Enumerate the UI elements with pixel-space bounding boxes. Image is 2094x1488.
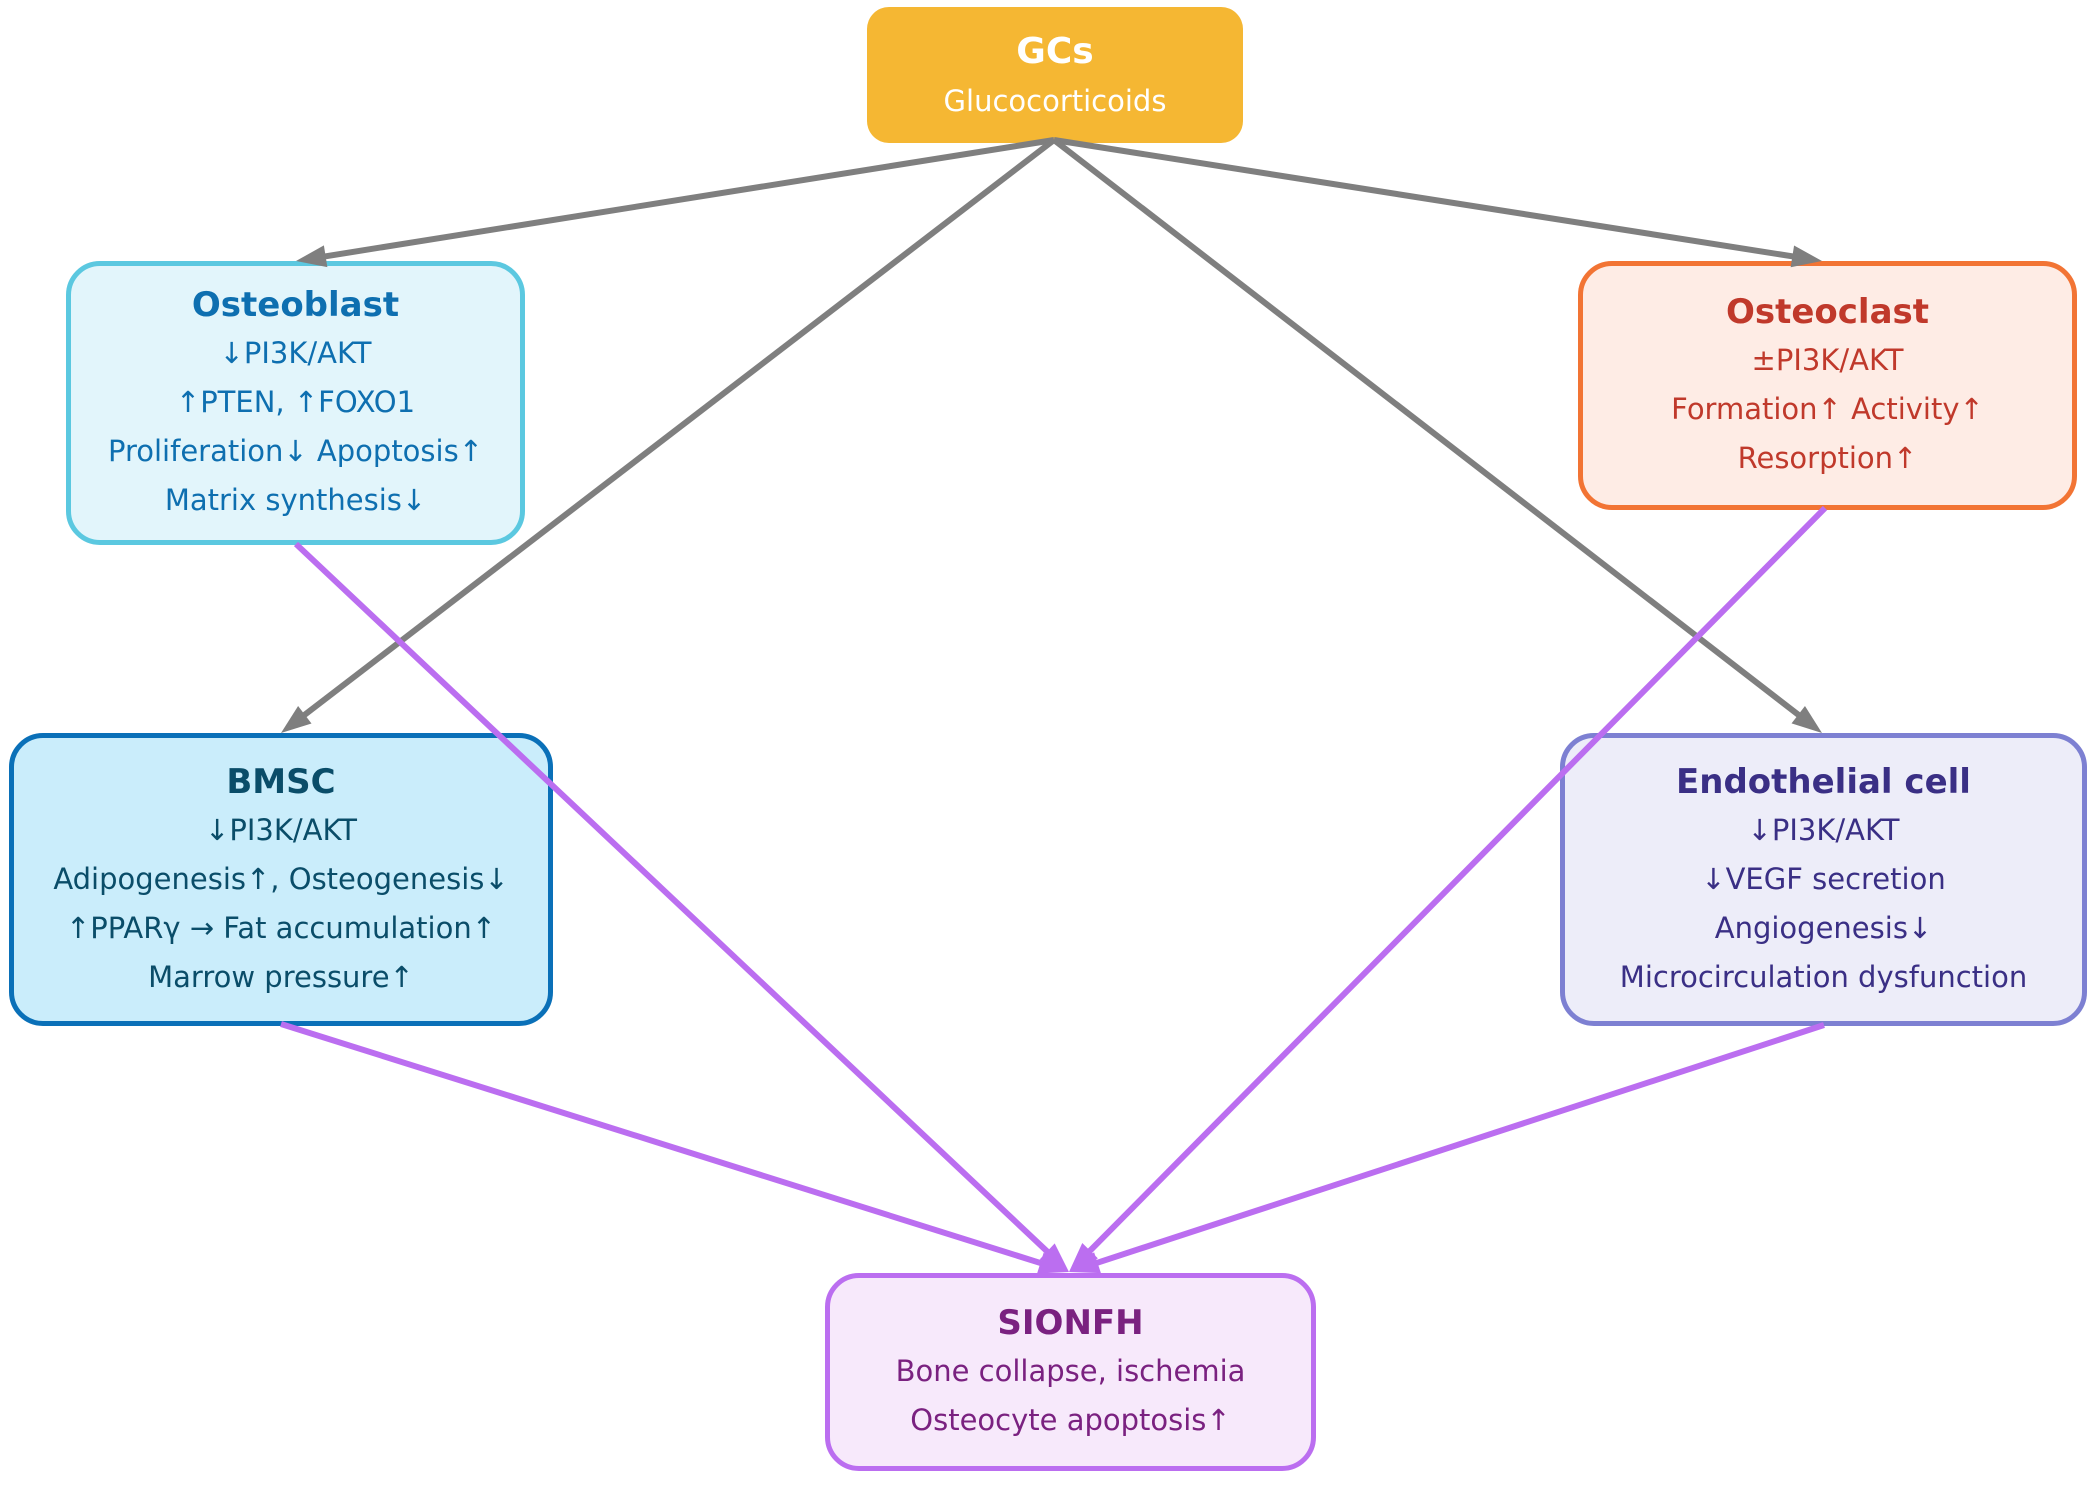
node-bmsc: BMSC ↓PI3K/AKT Adipogenesis↑, Osteogenes…	[9, 733, 553, 1026]
node-title: Osteoblast	[191, 285, 400, 325]
node-title: BMSC	[226, 761, 336, 802]
node-endothelial-cell: Endothelial cell ↓PI3K/AKT ↓VEGF secreti…	[1560, 733, 2087, 1026]
node-line: Proliferation↓ Apoptosis↑	[107, 434, 484, 468]
arrowhead-icon	[281, 706, 312, 733]
node-title: GCs	[1016, 31, 1094, 72]
edge-line	[1092, 1022, 1825, 1267]
node-line: Matrix synthesis↓	[164, 483, 427, 517]
node-title: Osteoclast	[1725, 292, 1930, 332]
node-title: Endothelial cell	[1676, 761, 1971, 802]
edge-line	[280, 1021, 1046, 1268]
edge-line	[321, 137, 1055, 260]
node-line: Adipogenesis↑, Osteogenesis↓	[53, 861, 509, 896]
edge-gcs-to-osteoclast	[1053, 137, 1822, 268]
node-line: Osteocyte apoptosis↑	[910, 1403, 1231, 1437]
node-line: Resorption↑	[1737, 441, 1918, 475]
arrowhead-icon	[1791, 705, 1822, 733]
node-line: Formation↑ Activity↑	[1671, 392, 1984, 426]
node-line: ↓PI3K/AKT	[205, 812, 357, 847]
node-line: Bone collapse, ischemia	[895, 1354, 1246, 1388]
arrowhead-icon	[1069, 1252, 1101, 1274]
node-line: Marrow pressure↑	[148, 959, 414, 994]
node-line: ↓PI3K/AKT	[219, 336, 372, 370]
node-title: SIONFH	[997, 1303, 1144, 1343]
edge-line	[1053, 137, 1797, 260]
node-line: ↓PI3K/AKT	[1747, 812, 1900, 847]
node-line: ↑PTEN, ↑FOXO1	[175, 385, 416, 419]
edge-gcs-to-osteoblast	[296, 137, 1055, 268]
arrowhead-icon	[1037, 1252, 1069, 1274]
arrowhead-icon	[1069, 1242, 1098, 1272]
node-osteoclast: Osteoclast ±PI3K/AKT Formation↑ Activity…	[1578, 261, 2077, 510]
node-line: Angiogenesis↓	[1714, 910, 1933, 945]
node-line: ↑PPARγ → Fat accumulation↑	[65, 910, 497, 945]
node-line: Microcirculation dysfunction	[1619, 959, 2028, 994]
edge-endothelial-to-sionfh	[1069, 1022, 1825, 1274]
node-osteoblast: Osteoblast ↓PI3K/AKT ↑PTEN, ↑FOXO1 Proli…	[66, 261, 525, 545]
node-line: Glucocorticoids	[943, 84, 1167, 118]
node-sionfh: SIONFH Bone collapse, ischemia Osteocyte…	[825, 1273, 1316, 1471]
edge-bmsc-to-sionfh	[280, 1021, 1069, 1274]
node-line: ±PI3K/AKT	[1751, 343, 1904, 377]
node-line: ↓VEGF secretion	[1701, 861, 1946, 896]
arrowhead-icon	[1039, 1243, 1069, 1272]
node-gcs: GCs Glucocorticoids	[867, 7, 1243, 143]
